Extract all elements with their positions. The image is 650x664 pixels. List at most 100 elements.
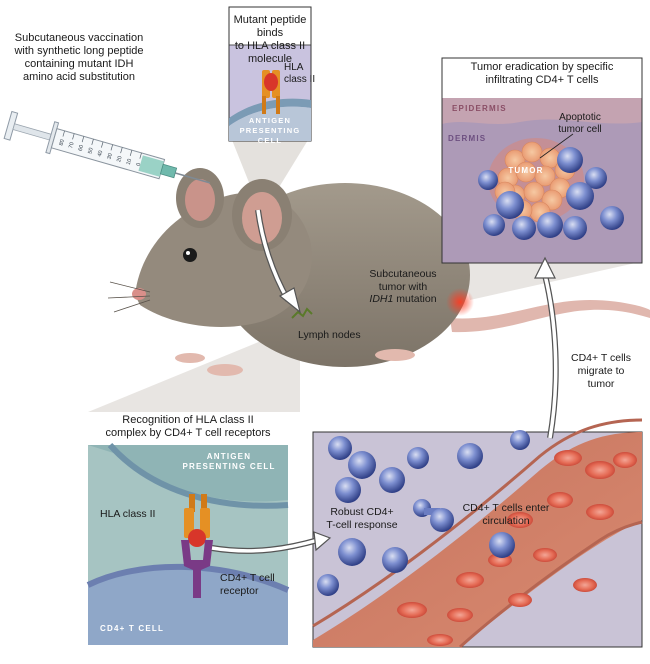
tcr-receptor [181,540,213,598]
subcutaneous-tumor-label: Subcutaneous tumor with IDH1 mutation [369,268,437,305]
syringe-scale-label: 60 [78,144,85,152]
lymph-callout-cone [88,325,300,412]
apoptotic-label: Apoptotic tumor cell [558,112,602,135]
circulating-tcell [328,436,352,460]
migrate-label: CD4+ T cells migrate to tumor [570,352,631,390]
lymph-nodes-label: Lymph nodes [298,329,361,341]
tumor-box-title: Tumor eradication by specific infiltrati… [470,61,614,86]
mutant-peptide [264,73,278,91]
peptide-apc-label: ANTIGEN PRESENTING CELL [239,116,301,145]
robust-response-label: Robust CD4+ T-cell response [326,506,398,531]
epidermis-layer [442,98,642,124]
red-blood-cell [573,578,597,592]
mouse-eye-glint [186,251,190,255]
vaccination-label: Subcutaneous vaccination with synthetic … [14,32,144,83]
red-blood-cell [447,608,473,622]
red-blood-cell [508,593,532,607]
syringe-scale-label: 70 [68,142,75,150]
tumor-tcells [478,147,624,240]
tumor-tcell [478,170,498,190]
mouse-nose [132,288,146,300]
tumor-tcell [496,191,524,219]
syringe-scale-label: 50 [87,147,94,155]
circulation-box [312,418,643,649]
mouse-front-paw [207,364,243,376]
syringe-tick [81,136,85,143]
tumor-tcell [557,147,583,173]
syringe-tick [139,152,142,159]
recognition-apc-membrane [88,445,288,502]
syringe-scale-label: 40 [97,150,104,158]
syringe-scale-label: 30 [107,153,114,161]
tumor-cell [523,181,545,203]
syringe-tick [72,133,75,140]
mouse [107,168,650,376]
apoptotic-pointer [539,133,574,159]
red-blood-cell [507,512,533,528]
syringe-fluid [138,155,165,177]
peptide-box [228,6,312,142]
circulating-tcell [457,443,483,469]
mouse-hind-paw [375,349,415,361]
tumor-tcell [483,214,505,236]
lymph-node-icon [291,307,313,319]
circulating-tcells [317,430,530,596]
recognition-hla-label: HLA class II [100,508,156,520]
recognition-tcell-membrane [88,566,288,645]
circulating-tcell [510,430,530,450]
mouse-whiskers [107,281,151,313]
tumor-tcell [585,167,607,189]
circulating-tcell [407,447,429,469]
tumor-tcell [537,212,563,238]
syringe-tick [120,147,123,154]
syringe-scale-label: 10 [126,158,133,166]
recognition-box-title: Recognition of HLA class II complex by C… [105,414,271,439]
peptide-hla-label: HLA class II [284,62,316,85]
mouse-ear-left-inner [185,179,215,221]
enter-circulation-label: CD4+ T cells enter circulation [462,502,550,527]
red-blood-cell [554,450,582,466]
epidermis-label: EPIDERMIS [452,104,507,113]
hla-molecule [262,70,280,114]
red-blood-cell [533,548,557,562]
circulating-tcell [335,477,361,503]
tumor-box [441,57,643,264]
syringe-plunger-rod [12,123,54,142]
tumor-tcell [563,216,587,240]
idh1-gene: IDH1 [369,293,394,305]
circulating-tcell [348,451,376,479]
tumor-tcell [512,216,536,240]
tumor-tcell [600,206,624,230]
red-blood-cell [547,492,573,508]
syringe-scale-label: 20 [116,155,123,163]
circulating-tcell [489,532,515,558]
recognition-apc-label: ANTIGEN PRESENTING CELL [182,452,276,471]
red-blood-cell [585,461,615,479]
red-blood-cell [613,452,637,468]
peptide-box-header [229,7,311,45]
tumor-cell [521,141,543,163]
syringe-needle [175,172,211,184]
recognition-peptide [188,529,206,547]
apc-membrane [229,98,311,126]
peptide-callout-cone [232,140,308,215]
blood-vessel [313,432,642,647]
migrating-tcell [413,499,454,532]
syringe-hub [159,163,178,179]
mouse-eye [183,248,197,262]
tumor-glow [446,288,474,316]
syringe-tick [110,144,113,151]
tumor-cell [534,165,556,187]
tcell-label: CD4+ T CELL [100,624,165,633]
circulating-tcell [382,547,408,573]
arrows [211,209,559,554]
red-blood-cell [427,634,453,646]
circulating-tcell [379,467,405,493]
syringe-scale-label: 0 [136,162,143,167]
syringe-tick [101,141,104,148]
dermis-label: DERMIS [448,134,487,143]
red-blood-cell [397,602,427,618]
syringe-scale-label: 80 [59,139,66,147]
